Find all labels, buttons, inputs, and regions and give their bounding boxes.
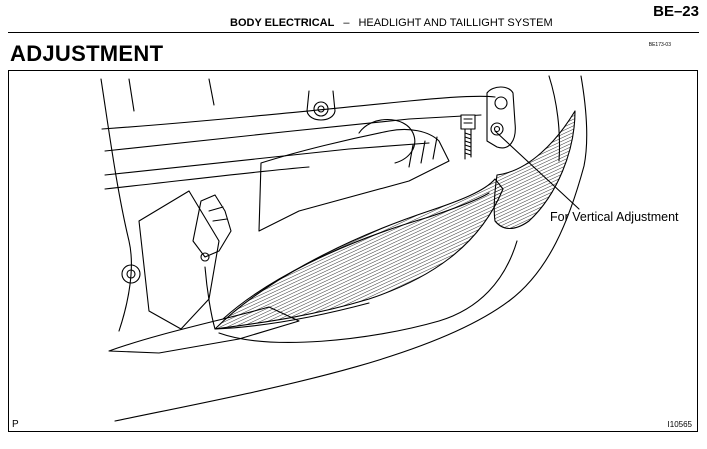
right-mount-bolt	[494, 96, 508, 110]
section-title: ADJUSTMENT	[10, 41, 164, 66]
radiator-support-top	[101, 95, 496, 130]
vertical-adjustment-callout: For Vertical Adjustment	[550, 210, 679, 224]
callout-leader	[494, 130, 580, 210]
housing-ribs	[408, 136, 438, 168]
header-section: BODY ELECTRICAL	[230, 17, 335, 29]
right-mount-bracket	[486, 86, 516, 149]
housing-rear	[258, 128, 450, 232]
mount-bolt-left	[121, 264, 141, 284]
headlight-lens	[214, 178, 504, 330]
illustration-frame: For Vertical Adjustment P I10565	[8, 70, 698, 432]
lens-outline-inner	[222, 192, 490, 320]
lens-lower-edge	[214, 302, 370, 330]
frame-rail-lower	[104, 166, 310, 190]
headlight-illustration	[100, 75, 588, 422]
lens-left-edge	[204, 266, 216, 330]
lamp-clip	[192, 194, 232, 258]
header-rule	[8, 32, 699, 33]
frame-rail	[104, 142, 430, 176]
doc-code: BE173-03	[648, 42, 671, 48]
vertical-aim-screw	[460, 114, 476, 160]
upper-mount-bolt	[313, 101, 329, 117]
radiator-support-inner	[104, 114, 482, 152]
left-bracket	[100, 78, 132, 332]
page-number: BE–23	[653, 3, 699, 20]
upper-panel-edge	[128, 78, 215, 112]
figure-corner-letter: P	[12, 419, 19, 430]
header-separator: –	[343, 17, 350, 29]
lower-left-panel	[108, 306, 300, 354]
running-header: BODY ELECTRICAL–HEADLIGHT AND TAILLIGHT …	[230, 17, 553, 29]
figure-id: I10565	[667, 420, 692, 429]
lamp-lower-body	[218, 240, 518, 343]
bumper-outline	[114, 75, 588, 422]
housing-bulb-socket	[358, 119, 416, 164]
header-subsection: HEADLIGHT AND TAILLIGHT SYSTEM	[358, 17, 553, 29]
upper-mount-tab	[306, 90, 336, 121]
side-marker-lens	[493, 110, 576, 230]
